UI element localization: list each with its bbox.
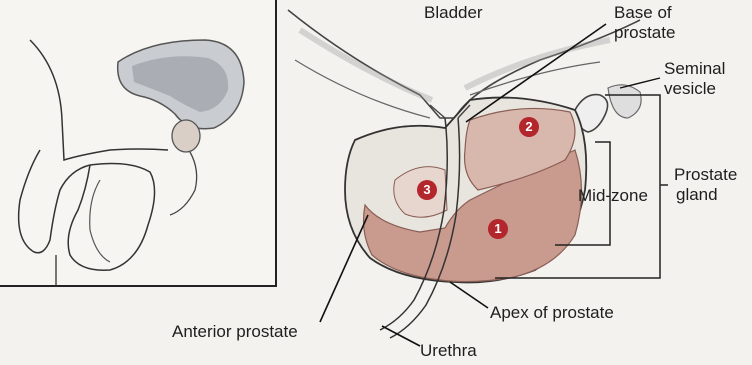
side-view-inset	[0, 0, 276, 286]
zone-1-marker: 1	[488, 219, 508, 239]
base-of-prostate-label-line1: Base of	[614, 4, 672, 22]
bladder-label: Bladder	[424, 4, 483, 22]
prostate-cross-section	[288, 10, 668, 346]
prostate-gland-label-line2: gland	[676, 186, 718, 204]
base-of-prostate-label-line2: prostate	[614, 24, 675, 42]
zone-3-marker: 3	[417, 180, 437, 200]
prostate-gland-label-line1: Prostate	[674, 166, 737, 184]
mid-zone-label: Mid-zone	[578, 187, 648, 205]
seminal-vesicle-label-line2: vesicle	[664, 80, 716, 98]
zone-2-marker: 2	[519, 117, 539, 137]
seminal-vesicle-label-line1: Seminal	[664, 60, 725, 78]
apex-of-prostate-label: Apex of prostate	[490, 304, 614, 322]
urethra-label: Urethra	[420, 342, 477, 360]
anterior-prostate-label: Anterior prostate	[172, 323, 298, 341]
